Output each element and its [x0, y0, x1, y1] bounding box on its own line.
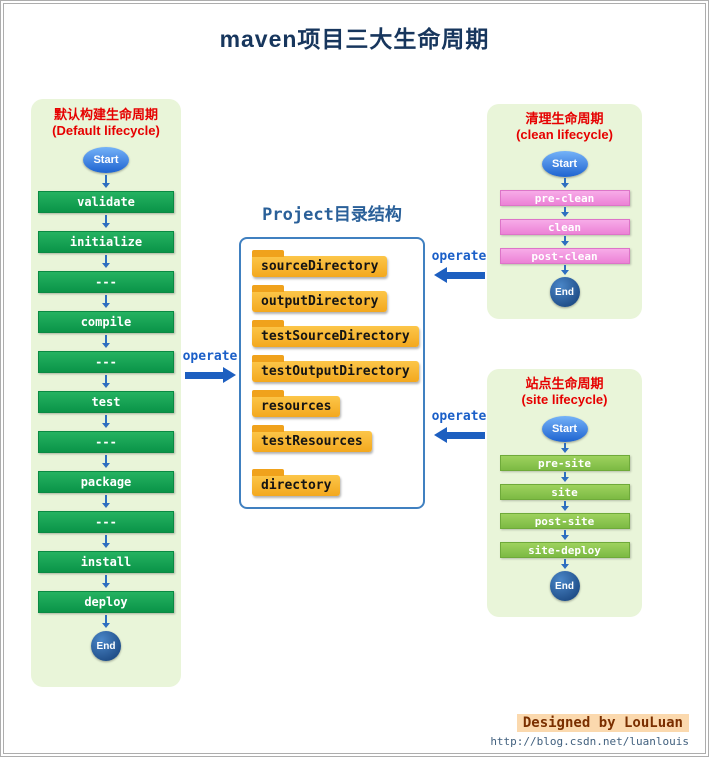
default-lifecycle-panel: 默认构建生命周期 (Default lifecycle) Start valid… — [31, 99, 181, 687]
down-arrow-icon — [560, 265, 569, 275]
lifecycle-step-clean: clean — [499, 219, 630, 235]
lifecycle-step-pre-site: pre-site — [499, 455, 630, 471]
folder-tab-icon — [252, 285, 284, 292]
down-arrow-icon — [560, 443, 569, 453]
operate-arrow-default: operate — [182, 349, 238, 383]
folder-label: sourceDirectory — [252, 256, 388, 277]
down-arrow-icon — [102, 295, 110, 308]
folder-item: testSourceDirectory — [252, 320, 419, 347]
operate-arrow-site: operate — [430, 409, 488, 443]
lifecycle-step-install: install — [38, 551, 174, 573]
lifecycle-step-ellipsis: --- — [38, 431, 174, 453]
default-lifecycle-title-cn: 默认构建生命周期 — [53, 107, 158, 122]
folder-item: sourceDirectory — [252, 250, 388, 277]
lifecycle-step-initialize: initialize — [38, 231, 174, 253]
lifecycle-step-validate: validate — [38, 191, 174, 213]
default-start-node: Start — [83, 147, 129, 173]
site-start-node: Start — [541, 416, 588, 442]
folder-tab-icon — [252, 425, 284, 432]
down-arrow-icon — [102, 495, 110, 508]
clean-start-node: Start — [541, 151, 588, 177]
down-arrow-icon — [560, 530, 569, 540]
left-arrow-icon — [433, 427, 485, 443]
down-arrow-icon — [102, 375, 110, 388]
operate-label: operate — [431, 249, 487, 264]
lifecycle-step-compile: compile — [38, 311, 174, 333]
lifecycle-step-site-deploy: site-deploy — [499, 542, 630, 558]
site-lifecycle-panel: 站点生命周期 (site lifecycle) Start pre-site s… — [487, 369, 642, 617]
folder-tab-icon — [252, 390, 284, 397]
site-lifecycle-title-en: (site lifecycle) — [521, 392, 608, 407]
clean-lifecycle-panel: 清理生命周期 (clean lifecycle) Start pre-clean… — [487, 104, 642, 319]
folder-item: testResources — [252, 425, 372, 452]
default-end-node: End — [91, 631, 121, 661]
down-arrow-icon — [102, 415, 110, 428]
folder-label: testOutputDirectory — [252, 361, 419, 382]
lifecycle-step-pre-clean: pre-clean — [499, 190, 630, 206]
lifecycle-step-post-site: post-site — [499, 513, 630, 529]
folder-tab-icon — [252, 469, 284, 476]
operate-label: operate — [182, 349, 238, 364]
operate-arrow-clean: operate — [430, 249, 488, 283]
folder-label: directory — [252, 475, 341, 496]
folder-label: testSourceDirectory — [252, 326, 419, 347]
down-arrow-icon — [102, 215, 110, 228]
down-arrow-icon — [102, 615, 110, 628]
default-lifecycle-title-en: (Default lifecycle) — [52, 123, 160, 138]
folder-label: resources — [252, 396, 341, 417]
down-arrow-icon — [102, 535, 110, 548]
down-arrow-icon — [560, 236, 569, 246]
project-structure-box: sourceDirectory outputDirectory testSour… — [239, 237, 425, 509]
blog-url: http://blog.csdn.net/luanlouis — [490, 735, 689, 748]
clean-lifecycle-title-cn: 清理生命周期 — [525, 111, 604, 126]
folder-item: directory — [252, 469, 341, 496]
down-arrow-icon — [560, 472, 569, 482]
folder-item: testOutputDirectory — [252, 355, 419, 382]
lifecycle-step-ellipsis: --- — [38, 511, 174, 533]
folder-item: outputDirectory — [252, 285, 388, 312]
down-arrow-icon — [102, 175, 110, 188]
lifecycle-step-test: test — [38, 391, 174, 413]
right-arrow-icon — [184, 367, 236, 383]
lifecycle-step-deploy: deploy — [38, 591, 174, 613]
clean-end-node: End — [549, 277, 580, 307]
project-structure-title: Project目录结构 — [262, 205, 402, 225]
lifecycle-step-package: package — [38, 471, 174, 493]
operate-label: operate — [431, 409, 487, 424]
lifecycle-step-ellipsis: --- — [38, 271, 174, 293]
folder-tab-icon — [252, 355, 284, 362]
folder-label: testResources — [252, 431, 372, 452]
folder-tab-icon — [252, 320, 284, 327]
lifecycle-step-ellipsis: --- — [38, 351, 174, 373]
site-end-node: End — [549, 571, 580, 601]
folder-item: resources — [252, 390, 341, 417]
site-lifecycle-title-cn: 站点生命周期 — [525, 376, 604, 391]
down-arrow-icon — [560, 501, 569, 511]
folder-tab-icon — [252, 250, 284, 257]
down-arrow-icon — [102, 575, 110, 588]
down-arrow-icon — [560, 207, 569, 217]
down-arrow-icon — [560, 178, 569, 188]
designed-by-credit: Designed by LouLuan — [516, 714, 689, 732]
folder-label: outputDirectory — [252, 291, 388, 312]
left-arrow-icon — [433, 267, 485, 283]
down-arrow-icon — [102, 255, 110, 268]
lifecycle-step-site: site — [499, 484, 630, 500]
down-arrow-icon — [102, 455, 110, 468]
page-title: maven项目三大生命周期 — [219, 26, 490, 52]
clean-lifecycle-title-en: (clean lifecycle) — [516, 127, 613, 142]
down-arrow-icon — [560, 559, 569, 569]
down-arrow-icon — [102, 335, 110, 348]
lifecycle-step-post-clean: post-clean — [499, 248, 630, 264]
